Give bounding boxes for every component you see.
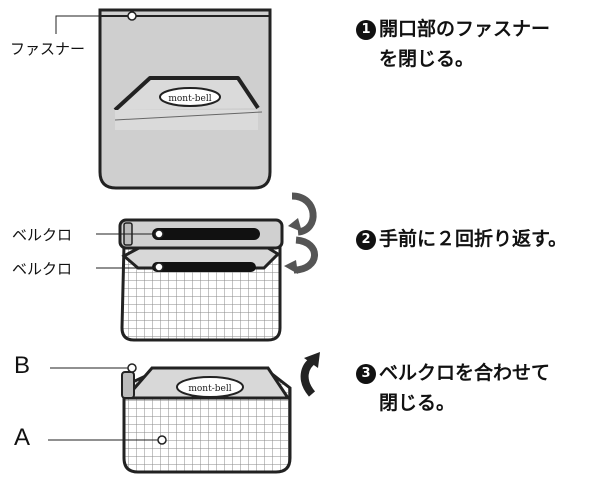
pouch-step1: mont-bell (55, 8, 272, 190)
logo-badge-top (159, 87, 221, 107)
velcro-strip-bottom (152, 262, 256, 272)
step-3-line-2: 閉じる。 (379, 392, 456, 414)
logo-badge-bottom (176, 376, 244, 398)
label-point-a: A (14, 424, 31, 451)
zipper-pull (127, 11, 137, 21)
step-3-number: 3 (356, 364, 376, 384)
step-1-number: 1 (356, 20, 376, 40)
label-velcro-top: ベルクロ (12, 226, 73, 244)
step-2-number: 2 (356, 230, 376, 250)
label-point-b: B (14, 352, 31, 379)
pouch-step2 (96, 192, 318, 342)
fold-arrow-1 (291, 192, 317, 236)
logo-text-top: mont-bell (168, 94, 211, 104)
fold-arrow-2 (293, 236, 318, 274)
step-3-line-1: ベルクロを合わせて (379, 362, 551, 384)
step-1-line-2: を閉じる。 (379, 48, 475, 70)
logo-text-bottom: mont-bell (188, 384, 231, 394)
label-velcro-bottom: ベルクロ (12, 260, 73, 278)
pouch-step3: mont-bell (48, 352, 320, 474)
velcro-strip-top (152, 228, 260, 240)
step-1-line-1: 開口部のファスナー (379, 18, 551, 40)
step-2-line-1: 手前に２回折り返す。 (379, 228, 568, 250)
zipper-leader (55, 15, 128, 34)
close-arrow (300, 356, 317, 397)
label-zipper: ファスナー (10, 40, 86, 58)
